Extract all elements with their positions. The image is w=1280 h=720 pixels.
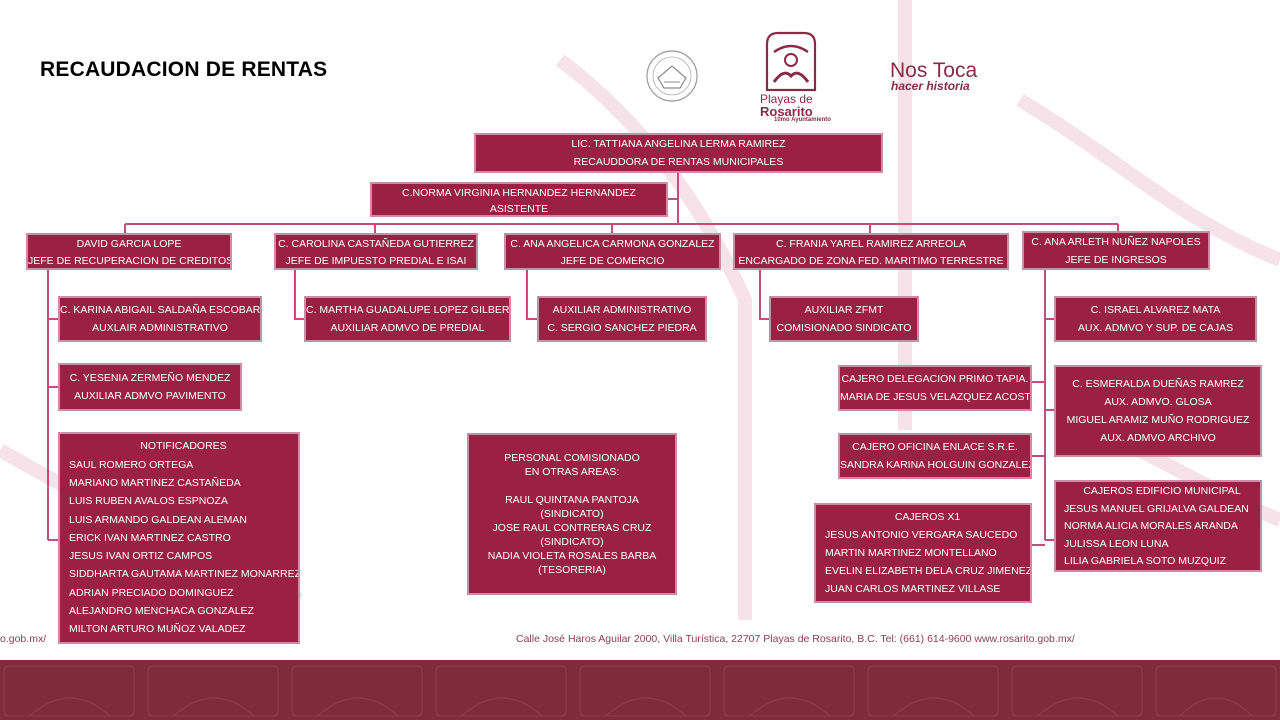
cajero-item: NORMA ALICIA MORALES ARANDA (1064, 520, 1238, 533)
cajeros-x1-title: CAJEROS X1 (894, 511, 961, 523)
assistant-name: C.NORMA VIRGINIA HERNANDEZ HERNANDEZ (402, 187, 636, 199)
staff-name: MIGUEL ARAMIZ MUÑO RODRIGUEZ (1066, 414, 1250, 426)
cajeros-edificio-title: CAJEROS EDIFICIO MUNICIPAL (1083, 485, 1241, 498)
notificador-item: JESUS IVAN ORTIZ CAMPOS (69, 550, 213, 563)
comisionado-line: JOSE RAUL CONTRERAS CRUZ (492, 522, 652, 534)
staff-role: AUX. ADMVO ARCHIVO (1100, 432, 1216, 444)
notificador-item: ERICK IVAN MARTINEZ CASTRO (69, 531, 231, 544)
page-title: RECAUDACION DE RENTAS (40, 58, 328, 81)
cajero-item: JESUS MANUEL GRIJALVA GALDEAN (1064, 502, 1249, 515)
head-box: LIC. TATTIANA ANGELINA LERMA RAMIREZ REC… (474, 133, 883, 173)
cajeros-x1-box: CAJEROS X1 JESUS ANTONIO VERGARA SAUCEDO… (814, 503, 1032, 603)
slogan-line2: hacer historia (891, 79, 970, 93)
notificador-item: MARIANO MARTINEZ CASTAÑEDA (69, 476, 241, 489)
ingresos-sub1-box: C. ISRAEL ALVAREZ MATA AUX. ADMVO Y SUP.… (1054, 296, 1257, 342)
staff-role: AUXLAIR ADMINISTRATIVO (92, 322, 228, 334)
assistant-box: C.NORMA VIRGINIA HERNANDEZ HERNANDEZ ASI… (370, 182, 668, 217)
comisionado-line: (TESORERIA) (538, 564, 606, 576)
notificadores-title: NOTIFICADORES (140, 440, 227, 453)
comisionado-line: RAUL QUINTANA PANTOJA (505, 494, 639, 506)
staff-name: C. ISRAEL ALVAREZ MATA (1090, 304, 1221, 316)
band-pattern-icon (3, 665, 1277, 717)
cajeros-edificio-box: CAJEROS EDIFICIO MUNICIPAL JESUS MANUEL … (1054, 480, 1262, 572)
footer-url-fragment: o.gob.mx/ (0, 633, 47, 645)
staff-role: AUX. ADMVO. GLOSA (1104, 396, 1212, 408)
staff-name: SANDRA KARINA HOLGUIN GONZALEZ (840, 459, 1030, 471)
dept-name: C. ANA ANGELICA CARMONA GONZALEZ (510, 238, 715, 250)
head-role: RECAUDDORA DE RENTAS MUNICIPALES (573, 156, 784, 168)
rosarito-logo-icon (765, 31, 817, 92)
staff-role: AUXILIAR ADMINISTRATIVO (552, 304, 692, 316)
dept-role: JEFE DE IMPUESTO PREDIAL E ISAI (285, 254, 467, 267)
cred-sub2-box: C. YESENIA ZERMEÑO MENDEZ AUXILIAR ADMVO… (58, 363, 242, 411)
staff-role: CAJERO DELEGACION PRIMO TAPIA. (841, 373, 1029, 385)
city-seal-icon (646, 50, 698, 102)
enlace-sre-box: CAJERO OFICINA ENLACE S.R.E. SANDRA KARI… (838, 433, 1032, 479)
comisionado-line: (SINDICATO) (540, 508, 604, 520)
cajero-item: JUAN CARLOS MARTINEZ VILLASE (825, 583, 1001, 595)
dept-role: ENCARGADO DE ZONA FED. MARITIMO TERRESTR… (738, 254, 1004, 267)
dept-name: C. FRANIA YAREL RAMIREZ ARREOLA (775, 238, 967, 250)
city-logo-line3: 10mo Ayuntamiento (774, 117, 831, 123)
head-name: LIC. TATTIANA ANGELINA LERMA RAMIREZ (571, 138, 786, 150)
notificador-item: LUIS ARMANDO GALDEAN ALEMAN (69, 513, 247, 526)
staff-name: C. SERGIO SANCHEZ PIEDRA (547, 322, 697, 334)
notificadores-box: NOTIFICADORES SAUL ROMERO ORTEGA MARIANO… (58, 432, 300, 644)
staff-name: C. KARINA ABIGAIL SALDAÑA ESCOBAR. (60, 304, 260, 316)
comisionado-line: EN OTRAS AREAS: (524, 466, 620, 478)
assistant-role: ASISTENTE (489, 202, 549, 215)
dept-name: C. ANA ARLETH NUÑEZ NAPOLES (1031, 236, 1201, 248)
cred-sub1-box: C. KARINA ABIGAIL SALDAÑA ESCOBAR. AUXLA… (58, 296, 262, 342)
staff-name: C. MARTHA GUADALUPE LOPEZ GILBERT. (306, 304, 509, 316)
footer-address: Calle José Haros Aguilar 2000, Villa Tur… (516, 633, 1075, 645)
predial-sub-box: C. MARTHA GUADALUPE LOPEZ GILBERT. AUXIL… (304, 296, 511, 342)
notificador-item: ALEJANDRO MENCHACA GONZALEZ (69, 605, 254, 618)
notificador-item: LUIS RUBEN AVALOS ESPNOZA (69, 495, 228, 508)
dept-box-predial: C. CAROLINA CASTAÑEDA GUTIERREZ JEFE DE … (274, 233, 478, 270)
comisionado-line: PERSONAL COMISIONADO (504, 452, 640, 464)
notificador-item: SIDDHARTA GAUTAMA MARTINEZ MONARREZ (69, 568, 298, 581)
city-logo-line2: Rosarito (760, 104, 813, 119)
dept-name: C. CAROLINA CASTAÑEDA GUTIERREZ (278, 238, 474, 250)
staff-name: MARIA DE JESUS VELAZQUEZ ACOSTA (840, 391, 1030, 403)
zona-sub-box: AUXILIAR ZFMT COMISIONADO SINDICATO (769, 296, 919, 342)
staff-role: AUXILIAR ZFMT (804, 304, 884, 316)
staff-role: AUXILIAR ADMVO DE PREDIAL (330, 322, 485, 334)
dept-box-zona-federal: C. FRANIA YAREL RAMIREZ ARREOLA ENCARGAD… (733, 233, 1009, 270)
comercio-sub-box: AUXILIAR ADMINISTRATIVO C. SERGIO SANCHE… (537, 296, 707, 342)
staff-role: CAJERO OFICINA ENLACE S.R.E. (852, 441, 1018, 453)
staff-name: C. YESENIA ZERMEÑO MENDEZ (69, 372, 231, 384)
comisionado-box: PERSONAL COMISIONADO EN OTRAS AREAS: RAU… (467, 433, 677, 595)
staff-role: AUXILIAR ADMVO PAVIMENTO (74, 390, 226, 402)
dept-role: JEFE DE COMERCIO (560, 254, 665, 267)
primo-tapia-box: CAJERO DELEGACION PRIMO TAPIA. MARIA DE … (838, 365, 1032, 411)
staff-name: C. ESMERALDA DUEÑAS RAMREZ (1072, 378, 1244, 390)
comisionado-line: NADIA VIOLETA ROSALES BARBA (487, 550, 657, 562)
dept-role: JEFE DE INGRESOS (1065, 253, 1167, 266)
dept-box-recuperacion: DAVID GARCIA LOPE JEFE DE RECUPERACION D… (26, 233, 232, 270)
dept-name: DAVID GARCIA LOPE (76, 238, 182, 250)
cajero-item: JULISSA LEON LUNA (1064, 537, 1169, 550)
notificador-item: ADRIAN PRECIADO DOMINGUEZ (69, 586, 234, 599)
dept-box-comercio: C. ANA ANGELICA CARMONA GONZALEZ JEFE DE… (504, 233, 721, 270)
comisionado-line (469, 479, 675, 493)
notificador-item: SAUL ROMERO ORTEGA (69, 458, 194, 471)
decorative-footer-band (0, 660, 1280, 720)
staff-role: AUX. ADMVO Y SUP. DE CAJAS (1077, 322, 1234, 334)
slogan-line1: Nos Toca (890, 59, 978, 82)
ingresos-sub2-box: C. ESMERALDA DUEÑAS RAMREZ AUX. ADMVO. G… (1054, 365, 1262, 457)
dept-box-ingresos: C. ANA ARLETH NUÑEZ NAPOLES JEFE DE INGR… (1022, 231, 1210, 270)
comisionado-line: (SINDICATO) (540, 536, 604, 548)
notificador-item: MILTON ARTURO MUÑOZ VALADEZ (69, 623, 246, 636)
cajero-item: JESUS ANTONIO VERGARA SAUCEDO (825, 529, 1018, 541)
dept-role: JEFE DE RECUPERACION DE CREDITOS (28, 254, 230, 267)
cajero-item: LILIA GABRIELA SOTO MUZQUIZ (1064, 555, 1227, 568)
city-logo-line1: Playas de (760, 92, 813, 106)
cajero-item: EVELIN ELIZABETH DELA CRUZ JIMENEZ (825, 565, 1030, 577)
staff-role: COMISIONADO SINDICATO (776, 322, 912, 334)
cajero-item: MARTIN MARTINEZ MONTELLANO (825, 547, 997, 559)
